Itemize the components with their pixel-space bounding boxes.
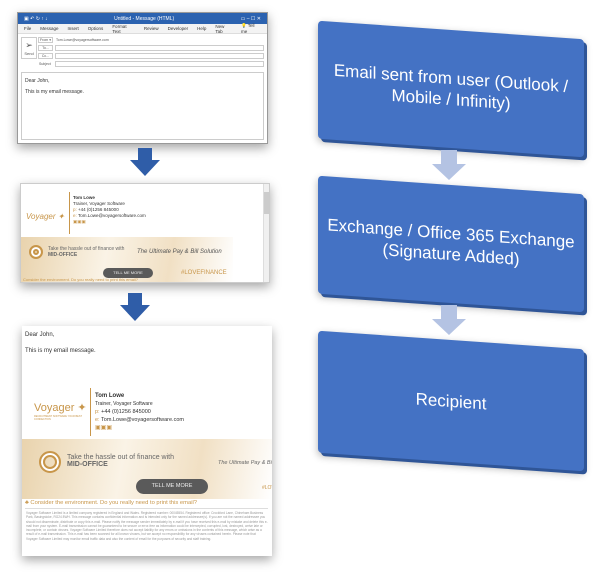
cc-input[interactable] [55, 53, 264, 59]
scrollbar[interactable] [263, 184, 269, 282]
email-label: e: [95, 417, 100, 423]
send-button[interactable]: ➢Send [21, 37, 37, 59]
target-icon [29, 245, 43, 259]
quick-access-icons[interactable]: ▣ ↶ ↻ ↑ ↓ [24, 15, 48, 22]
tell-me-label: Tell me [240, 23, 255, 34]
flow-step-1: Email sent from user (Outlook / Mobile /… [318, 20, 584, 158]
to-button[interactable]: To... [38, 45, 53, 51]
to-input[interactable] [55, 45, 264, 51]
phone-label: p: [73, 207, 77, 212]
banner-line1: Take the hassle out of finance with [67, 454, 175, 461]
sig-phone: +44 (0)1256 845000 [101, 409, 151, 415]
banner-line2: MID-OFFICE [67, 461, 108, 468]
signature-preview: Voyager ✦ Tom Lowe Trainer, Voyager Soft… [20, 183, 270, 283]
voyager-logo: Voyager ✦ [34, 402, 87, 414]
outlook-compose-window: ▣ ↶ ↻ ↑ ↓ Untitled - Message (HTML) ▭ – ☐ … [17, 12, 268, 144]
voyager-logo: Voyager ✦ [26, 212, 65, 221]
step-3-label: Recipient [415, 389, 487, 413]
sig-email[interactable]: Tom.Lowe@voyagersoftware.com [77, 213, 146, 218]
sig-name: Tom Lowe [95, 393, 125, 399]
phone-label: p: [95, 409, 100, 415]
send-label: Send [24, 51, 34, 56]
tell-me-more-button[interactable]: TELL ME MORE [136, 479, 208, 494]
tab-tell-me[interactable]: 💡 Tell me [240, 23, 255, 34]
tab-review[interactable]: Review [143, 26, 159, 31]
hashtag: #LOVEFINANCE [262, 485, 272, 491]
message-text: This is my email message. [25, 348, 96, 354]
logo-text: Voyager [26, 212, 56, 221]
legal-disclaimer: Voyager Software Limited is a limited co… [26, 511, 268, 541]
environment-note: Consider the environment. Do you really … [23, 277, 138, 282]
ribbon-tabs: File Message Insert Options Format Text … [18, 23, 267, 34]
social-icons[interactable]: ▣▣▣ [73, 219, 86, 224]
tab-options[interactable]: Options [87, 26, 104, 31]
social-icons[interactable]: ▣▣▣ [95, 425, 113, 431]
flow-step-3: Recipient [318, 330, 584, 472]
tab-help[interactable]: Help [197, 26, 207, 31]
banner-tagline: The Ultimate Pay & Bill Solution [218, 460, 272, 466]
received-email: Dear John, This is my email message. Voy… [22, 326, 272, 556]
from-label: From [40, 38, 49, 42]
tab-message[interactable]: Message [40, 26, 59, 31]
step-1-label: Email sent from user (Outlook / Mobile /… [333, 60, 569, 114]
down-arrow-icon [130, 148, 160, 176]
cc-button[interactable]: Cc... [38, 53, 53, 59]
greeting: Dear John, [25, 332, 55, 338]
logo-tagline: RECRUITMENT SOFTWARE YOUR BEST CONNECTIO… [34, 415, 82, 421]
banner-line1: Take the hassle out of finance with [48, 246, 125, 252]
flow-step-2: Exchange / Office 365 Exchange (Signatur… [318, 175, 584, 313]
email-label: e: [73, 213, 77, 218]
tab-insert[interactable]: Insert [67, 26, 79, 31]
tab-developer[interactable]: Developer [167, 26, 189, 31]
banner-line2: MID-OFFICE [48, 252, 78, 258]
hashtag: #LOVEFINANCE [181, 270, 227, 276]
divider [90, 388, 91, 436]
sig-email[interactable]: Tom.Lowe@voyagersoftware.com [101, 417, 184, 423]
window-title: Untitled - Message (HTML) [114, 15, 175, 22]
logo-text: Voyager [34, 402, 75, 414]
sig-name: Tom Lowe [73, 195, 95, 200]
down-arrow-icon [432, 305, 466, 335]
sig-phone: +44 (0)1256 845000 [78, 207, 119, 212]
tell-me-more-button[interactable]: TELL ME MORE [103, 268, 153, 278]
greeting: Dear John, [25, 78, 50, 84]
subject-input[interactable] [55, 61, 264, 67]
banner-tagline: The Ultimate Pay & Bill Solution [137, 249, 222, 255]
divider [69, 192, 70, 234]
message-text: This is my email message. [25, 89, 84, 95]
sig-title: Trainer, Voyager Software [95, 401, 153, 407]
env-text: Consider the environment. Do you really … [30, 500, 198, 506]
send-icon: ➢ [25, 40, 33, 50]
down-arrow-icon [432, 150, 466, 180]
step-2-label: Exchange / Office 365 Exchange (Signatur… [327, 215, 575, 269]
message-body[interactable]: Dear John, This is my email message. [21, 72, 264, 140]
tab-file[interactable]: File [24, 26, 32, 31]
divider [25, 508, 268, 509]
environment-note: ♣ Consider the environment. Do you reall… [25, 500, 198, 506]
sig-title: Trainer, Voyager Software [73, 201, 125, 206]
from-button[interactable]: From ▾ [38, 37, 53, 43]
down-arrow-icon [120, 293, 150, 321]
window-controls[interactable]: ▭ – ☐ ✕ [240, 15, 261, 22]
target-icon [39, 451, 61, 473]
subject-label: Subject [39, 62, 51, 66]
title-bar: ▣ ↶ ↻ ↑ ↓ Untitled - Message (HTML) ▭ – ☐ … [18, 13, 267, 24]
from-value: Tom.Lowe@voyagersoftware.com [56, 38, 109, 42]
tab-format-text[interactable]: Format Text [112, 23, 127, 34]
tab-new-tab[interactable]: New Tab [215, 23, 225, 34]
